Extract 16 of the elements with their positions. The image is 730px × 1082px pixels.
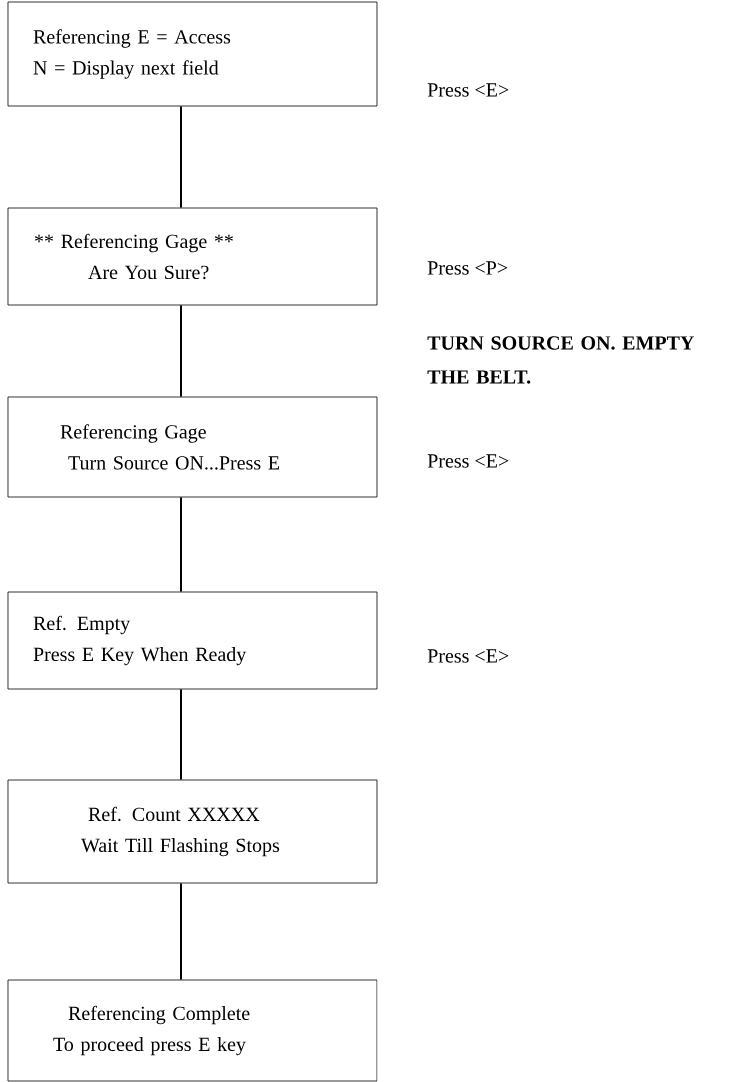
display-box: ** Referencing Gage ** Are You Sure? [7, 207, 378, 306]
display-box: Referencing E = Access N = Display next field [7, 1, 378, 107]
warning-text: TURN SOURCE ON. EMPTY THE BELT. [427, 336, 694, 384]
instruction-text: Press <E> [427, 83, 509, 97]
connector-line [180, 688, 182, 781]
instruction-text: Press <P> [427, 261, 508, 275]
display-box: Referencing Gage Turn Source ON...Press E [7, 396, 378, 498]
connector-line [180, 882, 182, 981]
connector-line [180, 105, 182, 209]
display-box: Ref. Empty Press E Key When Ready [7, 591, 378, 690]
instruction-text: Press <E> [427, 454, 509, 468]
connector-line [180, 496, 182, 593]
instruction-text: Press <E> [427, 649, 509, 663]
connector-line [180, 304, 182, 398]
display-box: Ref. Count XXXXX Wait Till Flashing Stops [7, 779, 378, 884]
display-box: Referencing Complete To proceed press E key [7, 979, 378, 1082]
